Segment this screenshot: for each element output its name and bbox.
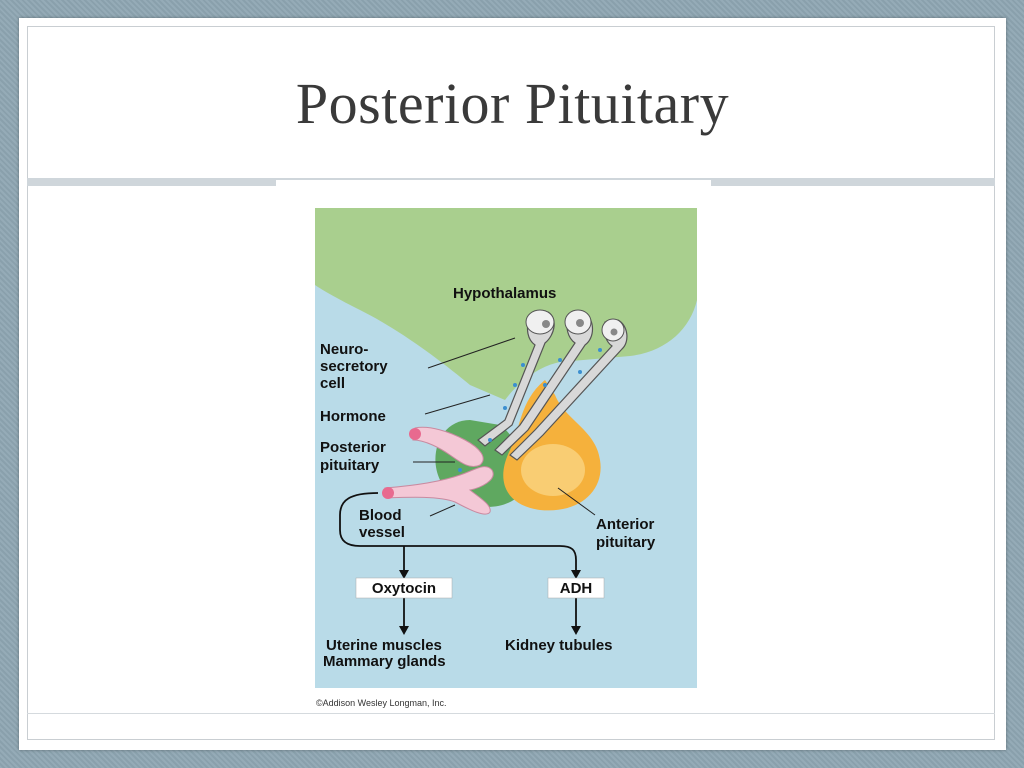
- leader-anterior: [557, 487, 596, 516]
- nuclei: [542, 319, 618, 336]
- arrowheads: [399, 570, 581, 635]
- label-neuro-3: cell: [320, 375, 345, 392]
- slide-frame: [27, 26, 995, 740]
- granule: [513, 383, 517, 387]
- granule: [521, 363, 525, 367]
- slide-title: Posterior Pituitary: [295, 71, 730, 136]
- label-oxytocin: Oxytocin: [372, 580, 436, 597]
- granule: [503, 406, 507, 410]
- label-uterine: Uterine muscles: [326, 637, 442, 654]
- copyright-credit: ©Addison Wesley Longman, Inc.: [316, 698, 447, 708]
- neuron-body-1: [525, 309, 555, 335]
- hormone-granules: [458, 348, 602, 472]
- nucleus-2: [576, 319, 584, 327]
- label-anterior-1: Anterior: [596, 516, 655, 533]
- neuron-bodies: [525, 309, 625, 342]
- oxytocin-box: [355, 577, 453, 599]
- diagram-labels: Hypothalamus Neuro- secretory cell Hormo…: [320, 285, 656, 670]
- arrow-to-oxytocin: [399, 570, 409, 579]
- vessel-end-upper: [409, 428, 421, 440]
- flow-paths: [339, 492, 577, 628]
- vessel-upper: [412, 426, 484, 468]
- leader-lines: [413, 337, 596, 517]
- label-anterior-2: pituitary: [596, 534, 656, 551]
- leader-hormone: [424, 394, 491, 415]
- label-hormone: Hormone: [320, 408, 386, 425]
- nucleus-1: [542, 320, 550, 328]
- label-kidney: Kidney tubules: [505, 637, 613, 654]
- granule: [543, 383, 547, 387]
- vessel-lower: [384, 466, 494, 515]
- label-hypothalamus: Hypothalamus: [453, 285, 556, 302]
- label-blood-2: vessel: [359, 524, 405, 541]
- leader-blood-vessel: [429, 504, 456, 517]
- arrow-to-kidney: [571, 626, 581, 635]
- vessel-end-lower: [382, 487, 394, 499]
- arrow-to-uterine: [399, 626, 409, 635]
- hypothalamus-region: [315, 208, 697, 400]
- nucleus-3: [610, 328, 618, 336]
- label-mammary: Mammary glands: [323, 653, 446, 670]
- adh-box: [547, 577, 605, 599]
- granule: [558, 358, 562, 362]
- label-posterior-1: Posterior: [320, 439, 386, 456]
- anterior-highlight: [521, 444, 585, 496]
- blood-vessels: [384, 426, 494, 515]
- granule: [578, 370, 582, 374]
- flow-main: [339, 492, 577, 572]
- label-adh: ADH: [560, 580, 593, 597]
- label-posterior-2: pituitary: [320, 457, 380, 474]
- granule: [458, 468, 462, 472]
- pituitary-diagram: Hypothalamus Neuro- secretory cell Hormo…: [315, 208, 697, 688]
- leader-neurosecretory: [427, 337, 516, 369]
- label-neuro-2: secretory: [320, 358, 388, 375]
- arrow-to-adh: [571, 570, 581, 579]
- bottom-divider: [27, 713, 995, 714]
- granule: [598, 348, 602, 352]
- label-blood-1: Blood: [359, 507, 402, 524]
- granule: [488, 438, 492, 442]
- figure-container: Hypothalamus Neuro- secretory cell Hormo…: [276, 180, 711, 705]
- label-neuro-1: Neuro-: [320, 341, 368, 358]
